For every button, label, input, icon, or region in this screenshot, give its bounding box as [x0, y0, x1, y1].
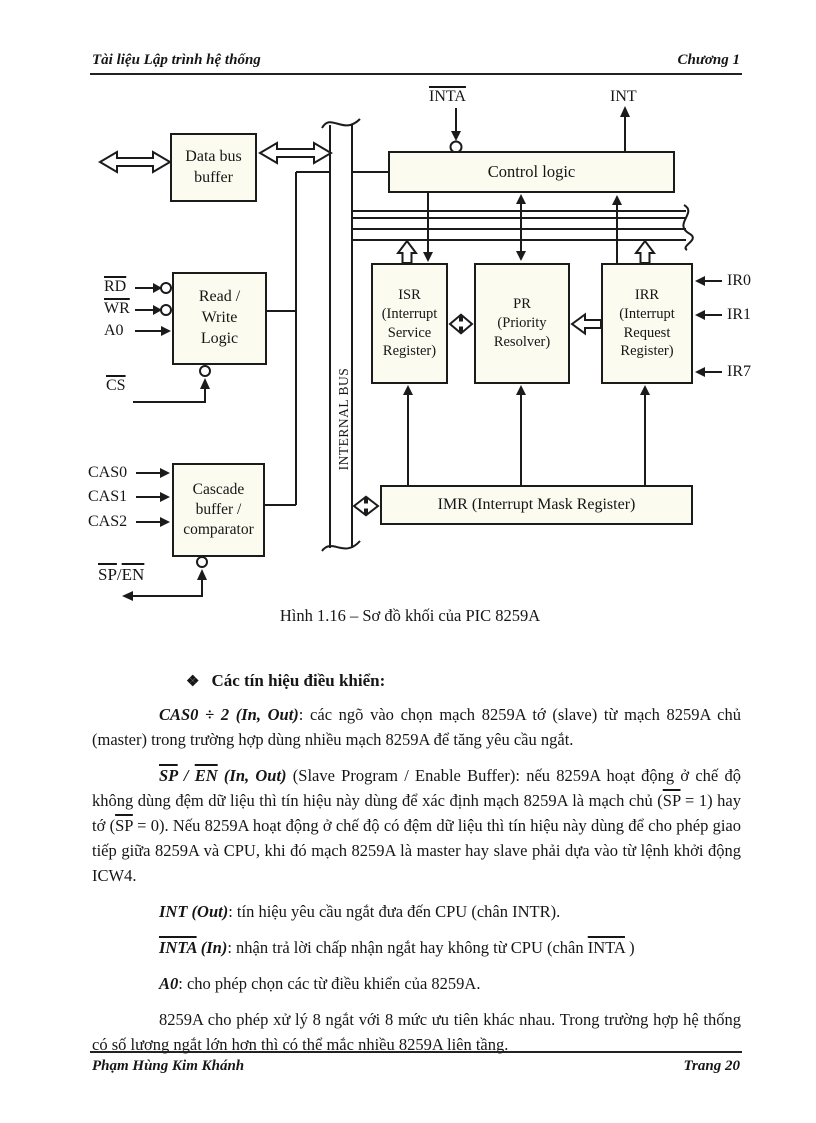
isr-label: ISR (Interrupt Service Register) [381, 286, 438, 360]
data-bus-buffer-label: Data bus buffer [185, 147, 242, 186]
sp-en-up-arrowhead [197, 569, 207, 580]
footer-left: Phạm Hùng Kim Khánh [92, 1058, 245, 1074]
cs-signal-label: CS [106, 377, 126, 394]
ir7-signal-label: IR7 [727, 363, 751, 380]
paragraph: SP / EN (In, Out) (Slave Program / Enabl… [92, 766, 742, 885]
cs-bubble [199, 365, 211, 377]
paragraph: CAS0 ÷ 2 (In, Out): các ngõ vào chọn mạc… [92, 705, 741, 749]
body-text: CAS0 ÷ 2 (In, Out): các ngõ vào chọn mạc… [92, 702, 741, 1068]
box-data-bus-buffer: Data bus buffer [170, 133, 257, 202]
rd-arrowhead [153, 283, 162, 293]
int-signal-label: INT [610, 88, 637, 105]
data-bus-external-arrow [98, 150, 172, 174]
header-left: Tài liệu Lập trình hệ thống [92, 52, 261, 68]
rd-bubble [160, 282, 172, 294]
box-irr: IRR (Interrupt Request Register) [601, 263, 693, 384]
cas0-signal-label: CAS0 [88, 464, 128, 481]
top-bus-bars [352, 204, 694, 251]
cs-arrowhead [200, 378, 210, 389]
isr-pr-arrow [448, 313, 474, 335]
read-write-logic-label: Read / Write Logic [198, 288, 241, 347]
ir0-signal-label: IR0 [727, 272, 751, 289]
irr-up-arrow [634, 239, 656, 264]
cas2-signal-label: CAS2 [88, 513, 128, 530]
box-imr: IMR (Interrupt Mask Register) [380, 485, 693, 525]
sp-en-bubble [196, 556, 208, 568]
bars-break-right [682, 204, 694, 251]
bus-to-imr-arrow [352, 495, 380, 517]
pr-label: PR (Priority Resolver) [493, 296, 551, 350]
box-control-logic: Control logic [388, 151, 675, 193]
a0-arrowhead [161, 326, 171, 336]
bus-break-top [321, 118, 361, 129]
sp-en-signal-label: SP/EN [98, 565, 145, 584]
rd-signal-label: RD [104, 278, 127, 295]
a0-signal-label: A0 [104, 322, 124, 339]
section-heading-text: Các tín hiệu điều khiển: [211, 671, 386, 690]
internal-bus-label: INTERNAL BUS [336, 367, 351, 471]
irr-to-pr-arrow [570, 312, 602, 336]
isr-up-arrow [396, 239, 418, 264]
wr-bubble [160, 304, 172, 316]
cas2-arrowhead [160, 517, 170, 527]
cascade-buffer-label: Cascade buffer / comparator [183, 480, 254, 539]
imr-label: IMR (Interrupt Mask Register) [437, 495, 636, 513]
irr-label: IRR (Interrupt Request Register) [619, 286, 675, 360]
bus-break-bottom [321, 540, 361, 552]
box-read-write-logic: Read / Write Logic [172, 272, 267, 365]
sp-en-left-arrowhead [122, 591, 133, 601]
int-arrowhead [620, 106, 630, 117]
box-isr: ISR (Interrupt Service Register) [371, 263, 448, 384]
ir1-signal-label: IR1 [727, 306, 751, 323]
cas0-arrowhead [160, 468, 170, 478]
internal-bus [321, 118, 361, 552]
ir0-arrowhead [695, 276, 705, 286]
paragraph: 8259A cho phép xử lý 8 ngắt với 8 mức ưu… [92, 1010, 741, 1054]
wr-arrowhead [153, 305, 162, 315]
paragraph: A0: cho phép chọn các từ điều khiển của … [159, 974, 481, 993]
header-rule [90, 73, 742, 75]
diamond-bullet-icon: ❖ [186, 674, 200, 690]
box-cascade-buffer: Cascade buffer / comparator [172, 463, 265, 557]
buffer-to-bus-arrow [258, 141, 333, 165]
footer-rule [90, 1051, 742, 1053]
ir7-arrowhead [695, 367, 705, 377]
block-diagram: Data bus buffer Control logic ISR (Inter… [88, 88, 751, 625]
section-heading: ❖ Các tín hiệu điều khiển: [186, 671, 385, 691]
inta-arrowhead [451, 131, 461, 141]
control-logic-label: Control logic [487, 162, 576, 182]
cas1-arrowhead [160, 492, 170, 502]
figure-caption: Hình 1.16 – Sơ đồ khối của PIC 8259A [279, 606, 541, 625]
ir1-arrowhead [695, 310, 705, 320]
box-pr: PR (Priority Resolver) [474, 263, 570, 384]
paragraph: INTA (In): nhận trả lời chấp nhận ngắt h… [159, 938, 635, 957]
cas1-signal-label: CAS1 [88, 488, 128, 505]
header-right: Chương 1 [677, 52, 740, 68]
inta-signal-label: INTA [429, 88, 466, 105]
wr-signal-label: WR [104, 300, 130, 317]
footer-right: Trang 20 [683, 1058, 740, 1074]
paragraph: INT (Out): tín hiệu yêu cầu ngắt đưa đến… [159, 902, 561, 921]
